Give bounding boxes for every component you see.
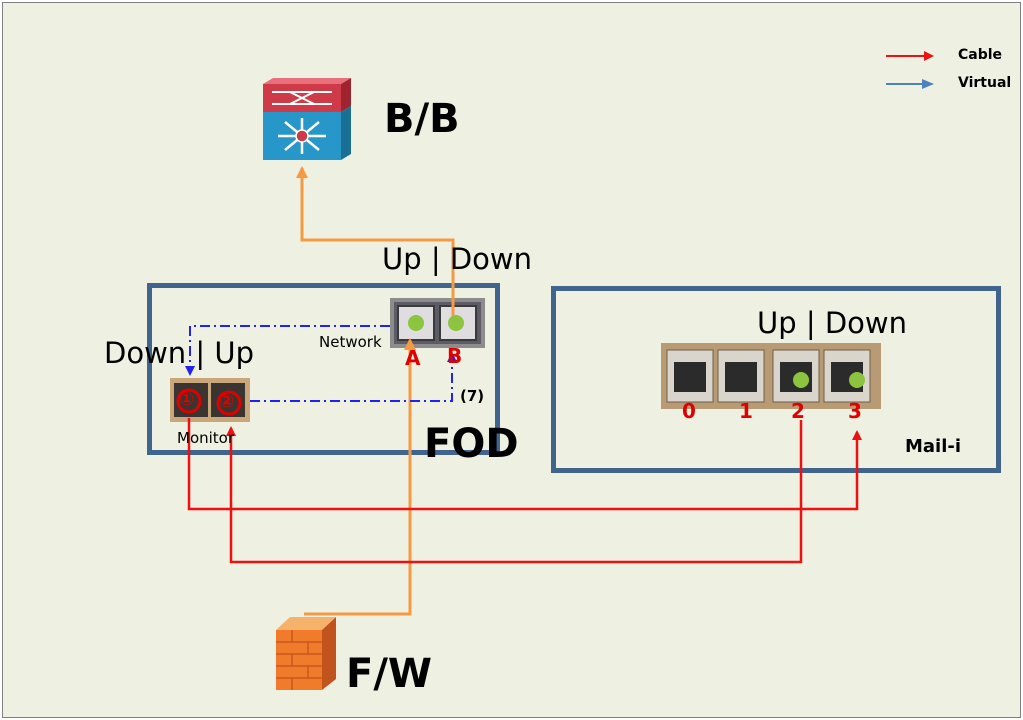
virtual-link-a-to-monitor1: [185, 325, 390, 376]
mail-ports: [661, 343, 881, 409]
fod-network-port: [390, 298, 485, 348]
monitor-port-1-label: ①: [179, 389, 195, 410]
firewall-icon: [276, 617, 336, 690]
count-label: (7): [460, 387, 485, 405]
fod-monitor-ports: [170, 378, 250, 422]
firewall-label: F/W: [346, 651, 433, 697]
port-a-label: A: [405, 346, 421, 370]
legend-cable-label: Cable: [958, 47, 1003, 63]
fod-network-direction: Up | Down: [382, 242, 533, 276]
network-label: Network: [319, 333, 382, 351]
fod-label: FOD: [424, 421, 519, 467]
mail-port-1-label: 1: [739, 399, 753, 423]
fod-monitor-direction: Down | Up: [104, 336, 255, 370]
port-b-led: [448, 315, 464, 331]
port-a-led: [408, 315, 424, 331]
cable-monitor1-to-port3: [187, 418, 862, 511]
mail-port-3-label: 3: [848, 399, 862, 423]
switch-icon: [263, 78, 351, 160]
legend-virtual-label: Virtual: [958, 75, 1012, 91]
mail-port-2-label: 2: [791, 399, 805, 423]
port-b-label: B: [447, 344, 463, 368]
mail-label: Mail-i: [905, 436, 962, 457]
cable-port2-to-monitor2: [226, 420, 803, 564]
uplink-to-backbone: [296, 166, 455, 316]
mail-ports-direction: Up | Down: [757, 306, 908, 340]
mail-port-0-label: 0: [682, 399, 696, 423]
backbone-label: B/B: [384, 96, 460, 142]
mail-box: [551, 286, 1001, 473]
virtual-link-monitor2-to-b: [250, 352, 457, 402]
monitor-port-2-label: ②: [219, 391, 235, 412]
fod-box: [147, 283, 500, 455]
uplink-from-firewall: [304, 338, 416, 616]
monitor-label: Monitor: [177, 429, 235, 447]
